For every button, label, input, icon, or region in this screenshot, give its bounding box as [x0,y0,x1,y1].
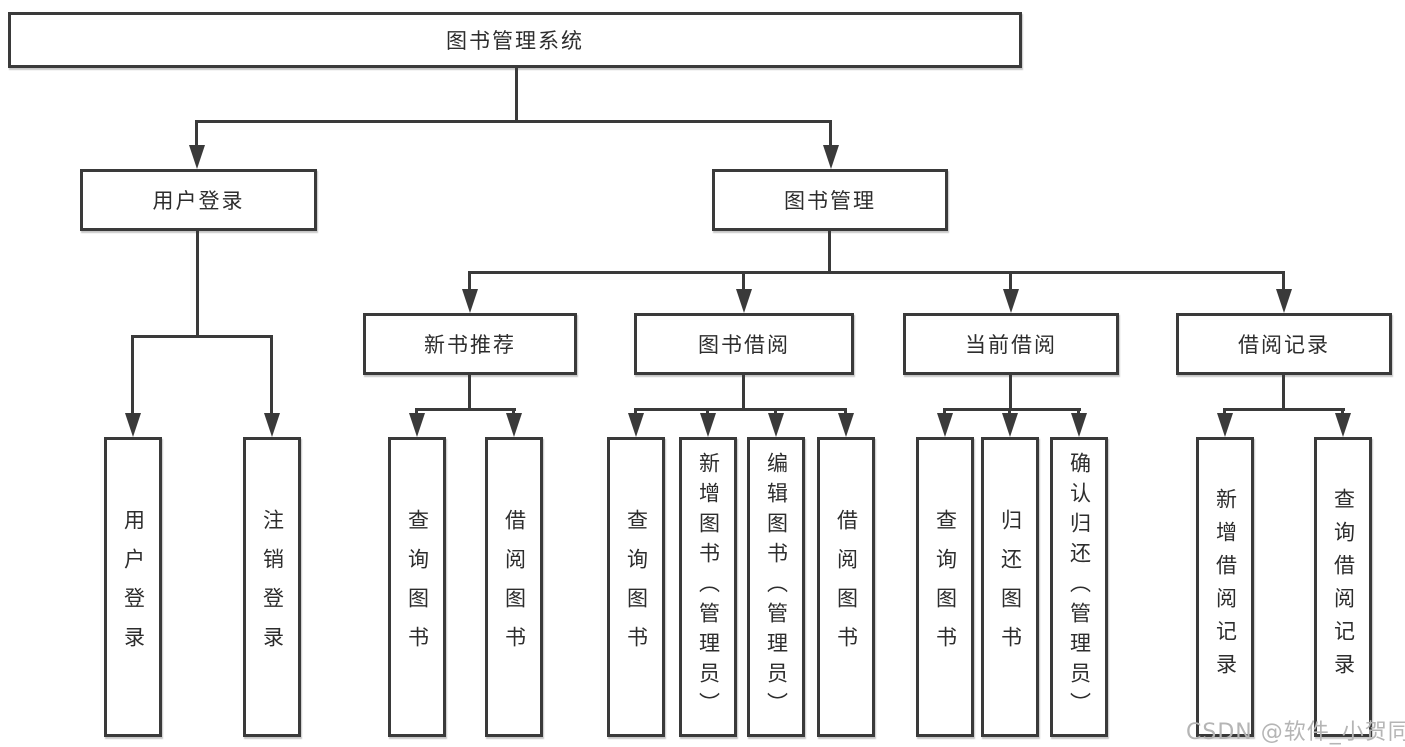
leaf-logout: 注销登录 [243,437,301,737]
arrow-head [125,413,141,437]
arrow-head [768,413,784,437]
leaf-user-login: 用户登录 [104,437,162,737]
leaf-add-borrow-record: 新增借阅记录 [1196,437,1254,737]
node-borrowing-records-label: 借阅记录 [1238,333,1330,357]
connector-vline [131,335,134,420]
arrow-head [1335,413,1351,437]
node-new-book-recommend: 新书推荐 [363,313,577,375]
connector-vline [270,335,273,420]
leaf-user-login-label: 用户登录 [121,509,146,665]
node-current-borrowing-label: 当前借阅 [965,333,1057,357]
connector-hline [634,408,847,411]
node-borrowing-records: 借阅记录 [1176,313,1392,375]
arrow-head [1276,289,1292,313]
arrow-head [264,413,280,437]
leaf-query-books-borrowing-label: 查询图书 [624,509,649,665]
connector-hline [943,408,1081,411]
arrow-head [823,145,839,169]
leaf-query-books-current-label: 查询图书 [933,509,958,665]
connector-hline [468,271,1285,274]
connector-vline [468,375,471,411]
node-book-management-label: 图书管理 [784,189,876,213]
leaf-add-books-admin-label: 新增图书（管理员） [696,452,721,722]
arrow-head [1002,413,1018,437]
leaf-edit-books-admin: 编辑图书（管理员） [747,437,805,737]
leaf-return-books-label: 归还图书 [998,509,1023,665]
leaf-return-books: 归还图书 [981,437,1039,737]
arrow-head [462,289,478,313]
connector-hline [415,408,516,411]
node-book-borrowing-label: 图书借阅 [698,333,790,357]
leaf-borrow-books-label: 借阅图书 [834,509,859,665]
leaf-borrow-books: 借阅图书 [817,437,875,737]
arrow-head [736,289,752,313]
arrow-head [937,413,953,437]
connector-vline [515,68,518,123]
connector-vline [468,271,471,294]
node-root-system: 图书管理系统 [8,12,1022,68]
arrow-head [506,413,522,437]
arrow-head [1217,413,1233,437]
node-new-book-recommend-label: 新书推荐 [424,333,516,357]
leaf-add-borrow-record-label: 新增借阅记录 [1213,488,1238,686]
connector-vline [1282,375,1285,411]
node-book-borrowing: 图书借阅 [634,313,854,375]
connector-vline [829,120,832,150]
leaf-query-borrow-record-label: 查询借阅记录 [1331,488,1356,686]
arrow-head [409,413,425,437]
node-user-login: 用户登录 [80,169,317,231]
node-book-management: 图书管理 [712,169,948,231]
leaf-edit-books-admin-label: 编辑图书（管理员） [764,452,789,722]
connector-hline [195,120,832,123]
leaf-confirm-return-admin-label: 确认归还（管理员） [1067,452,1092,722]
leaf-logout-label: 注销登录 [260,509,285,665]
leaf-confirm-return-admin: 确认归还（管理员） [1050,437,1108,737]
leaf-query-books-recommend-label: 查询图书 [405,509,430,665]
arrow-head [1003,289,1019,313]
node-root-label: 图书管理系统 [446,29,584,53]
arrow-head [628,413,644,437]
arrow-head [189,145,205,169]
node-current-borrowing: 当前借阅 [903,313,1119,375]
leaf-borrow-books-recommend: 借阅图书 [485,437,543,737]
connector-hline [1223,408,1345,411]
leaf-query-books-borrowing: 查询图书 [607,437,665,737]
arrow-head [838,413,854,437]
connector-vline [828,231,831,273]
connector-vline [742,375,745,411]
leaf-query-books-current: 查询图书 [916,437,974,737]
leaf-add-books-admin: 新增图书（管理员） [679,437,737,737]
leaf-borrow-books-recommend-label: 借阅图书 [502,509,527,665]
arrow-head [700,413,716,437]
connector-vline [1282,271,1285,294]
connector-vline [1009,375,1012,411]
connector-hline [131,335,273,338]
connector-vline [196,231,199,338]
connector-vline [742,271,745,294]
arrow-head [1071,413,1087,437]
connector-vline [195,120,198,150]
node-user-login-label: 用户登录 [152,189,245,213]
leaf-query-books-recommend: 查询图书 [388,437,446,737]
csdn-watermark: CSDN @软件_小贺同学 [1186,720,1405,745]
connector-vline [1009,271,1012,294]
leaf-query-borrow-record: 查询借阅记录 [1314,437,1372,737]
